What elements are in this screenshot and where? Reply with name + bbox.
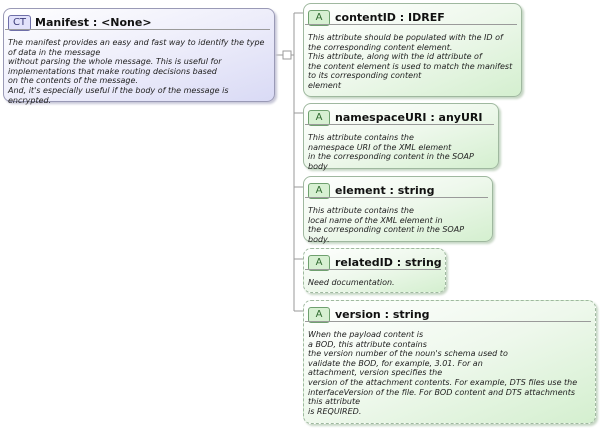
complex-type-documentation: The manifest provides an easy and fast w… [8, 38, 265, 105]
attribute-title: contentID : IDREF [335, 11, 445, 24]
attribute-box-version[interactable]: A version : string When the payload cont… [303, 300, 596, 424]
attribute-documentation: This attribute should be populated with … [308, 33, 513, 90]
attribute-badge-icon: A [308, 110, 330, 126]
attribute-badge-icon: A [308, 307, 330, 323]
attribute-box-relatedid[interactable]: A relatedID : string Need documentation. [303, 248, 446, 293]
title-divider [5, 29, 270, 30]
complex-type-title: Manifest : <None> [35, 16, 152, 29]
attribute-box-element[interactable]: A element : string This attribute contai… [303, 176, 493, 244]
title-divider [305, 321, 591, 322]
attribute-title: element : string [335, 184, 435, 197]
title-divider [305, 197, 488, 198]
attribute-box-namespaceuri[interactable]: A namespaceURI : anyURI This attribute c… [303, 103, 499, 171]
attribute-documentation: This attribute contains the local name o… [308, 206, 465, 244]
attribute-badge-icon: A [308, 183, 330, 199]
attribute-documentation: When the payload content is a BOD, this … [308, 330, 578, 416]
title-divider [305, 24, 517, 25]
attribute-title: version : string [335, 308, 430, 321]
manifest-complex-type-box[interactable]: CT Manifest : <None> The manifest provid… [3, 8, 275, 105]
title-divider [305, 124, 494, 125]
attribute-documentation: This attribute contains the namespace UR… [308, 133, 474, 171]
complex-type-badge-icon: CT [8, 15, 31, 31]
attribute-documentation: Need documentation. [308, 278, 395, 287]
attribute-badge-icon: A [308, 10, 330, 26]
attribute-title: namespaceURI : anyURI [335, 111, 483, 124]
title-divider [305, 269, 441, 270]
attribute-badge-icon: A [308, 255, 330, 271]
attribute-box-contentid[interactable]: A contentID : IDREF This attribute shoul… [303, 3, 522, 97]
attribute-title: relatedID : string [335, 256, 442, 269]
